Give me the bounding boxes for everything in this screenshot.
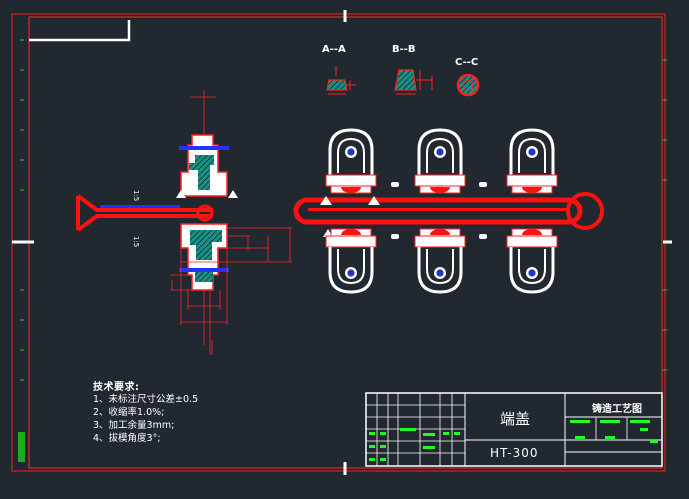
title-block-small-text — [369, 420, 658, 461]
technical-requirements: 技术要求: 1、未标注尺寸公差±0.5 2、收缩率1.0%; 3、加工余量3mm… — [93, 378, 198, 445]
tech-req-item-3: 3、加工余量3mm; — [93, 420, 175, 431]
svg-text:1:5: 1:5 — [132, 190, 140, 201]
title-block — [365, 392, 663, 467]
tech-req-title: 技术要求: — [93, 382, 140, 393]
section-label-c: C--C — [455, 57, 478, 68]
pouring-basin — [76, 194, 214, 232]
tech-req-item-2: 2、收缩率1.0%; — [93, 407, 165, 418]
casting-lug-2-top — [414, 128, 466, 194]
casting-lug-1-bottom — [325, 228, 377, 294]
left-margin-marks — [20, 39, 24, 381]
casting-lug-1-top — [325, 128, 377, 194]
drawing-type: 铸造工艺图 — [592, 404, 642, 415]
part-name: 端盖 — [500, 410, 531, 428]
section-a-a — [326, 66, 356, 95]
section-label-a: A--A — [322, 44, 346, 55]
casting-lug-3-bottom — [506, 228, 558, 294]
casting-lug-3-top — [506, 128, 558, 194]
section-label-b: B--B — [392, 44, 416, 55]
section-c-c — [456, 73, 480, 97]
part-code: HT-300 — [490, 446, 539, 460]
section-b-b — [394, 69, 433, 95]
casting-lug-2-bottom — [414, 228, 466, 294]
casting-side-view: 1:5 1:5 — [132, 90, 292, 355]
tech-req-item-4: 4、拔模角度3°; — [93, 433, 161, 444]
tech-req-item-1: 1、未标注尺寸公差±0.5 — [93, 394, 199, 405]
svg-text:1:5: 1:5 — [132, 236, 140, 247]
